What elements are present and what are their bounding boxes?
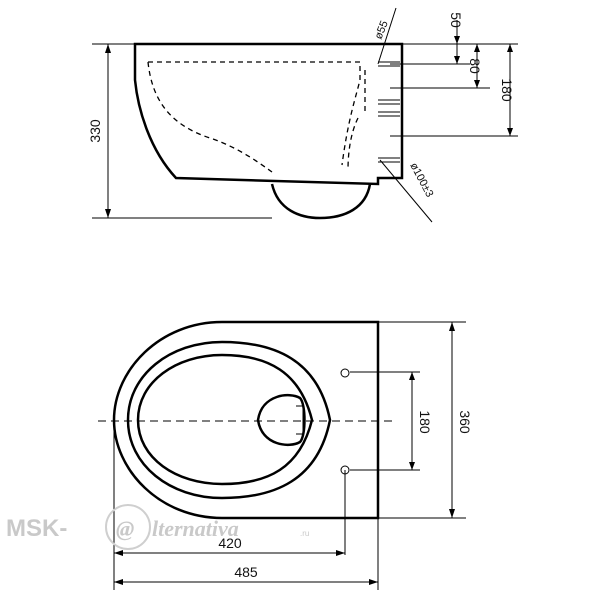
top-view-rim-outline xyxy=(126,340,332,500)
top-view-drain-flange xyxy=(296,405,304,435)
height-330-label: 330 xyxy=(87,119,103,143)
side-view-bowl-dashed xyxy=(147,61,361,173)
length-485-label: 485 xyxy=(234,564,258,580)
side-view-siphon-dashed xyxy=(347,70,366,171)
watermark-prefix: MSK- xyxy=(6,515,67,542)
watermark: MSK- @ lternativa .ru xyxy=(6,504,309,550)
side-view-fittings xyxy=(378,61,400,163)
watermark-domain: .ru xyxy=(300,529,309,538)
side-view-dimension-330: 330 xyxy=(87,43,272,219)
top-view-dimension-180: 180 xyxy=(350,371,433,471)
dim-180-side-label: 180 xyxy=(499,78,515,102)
dim-50-label: 50 xyxy=(448,12,464,28)
watermark-at-sign: @ xyxy=(116,516,134,541)
top-view-outer-outline xyxy=(112,320,380,520)
side-view-body-outline xyxy=(133,42,404,186)
side-view-outlet-bulge xyxy=(270,183,372,220)
watermark-at-circle xyxy=(105,504,151,550)
top-view: 360 180 420 485 xyxy=(98,320,473,590)
top-view-bowl-outline xyxy=(136,353,314,486)
top-view-dimension-360: 360 xyxy=(378,321,473,519)
pipe-diameter-leader: ø55 xyxy=(373,7,397,65)
outlet-diameter-label: ø100±3 xyxy=(407,161,435,200)
watermark-suffix: lternativa xyxy=(152,516,239,541)
top-view-drain xyxy=(256,394,306,446)
dim-80-label: 80 xyxy=(467,58,483,74)
pipe-diameter-label: ø55 xyxy=(373,19,391,41)
bolt-spacing-label: 180 xyxy=(417,410,433,434)
length-420-label: 420 xyxy=(218,535,242,551)
side-view-right-dimensions: 50 80 180 xyxy=(390,12,518,137)
outlet-diameter-leader: ø100±3 xyxy=(379,159,435,223)
width-360-label: 360 xyxy=(457,410,473,434)
bolt-hole-top xyxy=(340,368,350,378)
side-view: 330 50 80 180 ø55 xyxy=(87,7,518,223)
top-view-dimension-485: 485 xyxy=(114,518,379,590)
